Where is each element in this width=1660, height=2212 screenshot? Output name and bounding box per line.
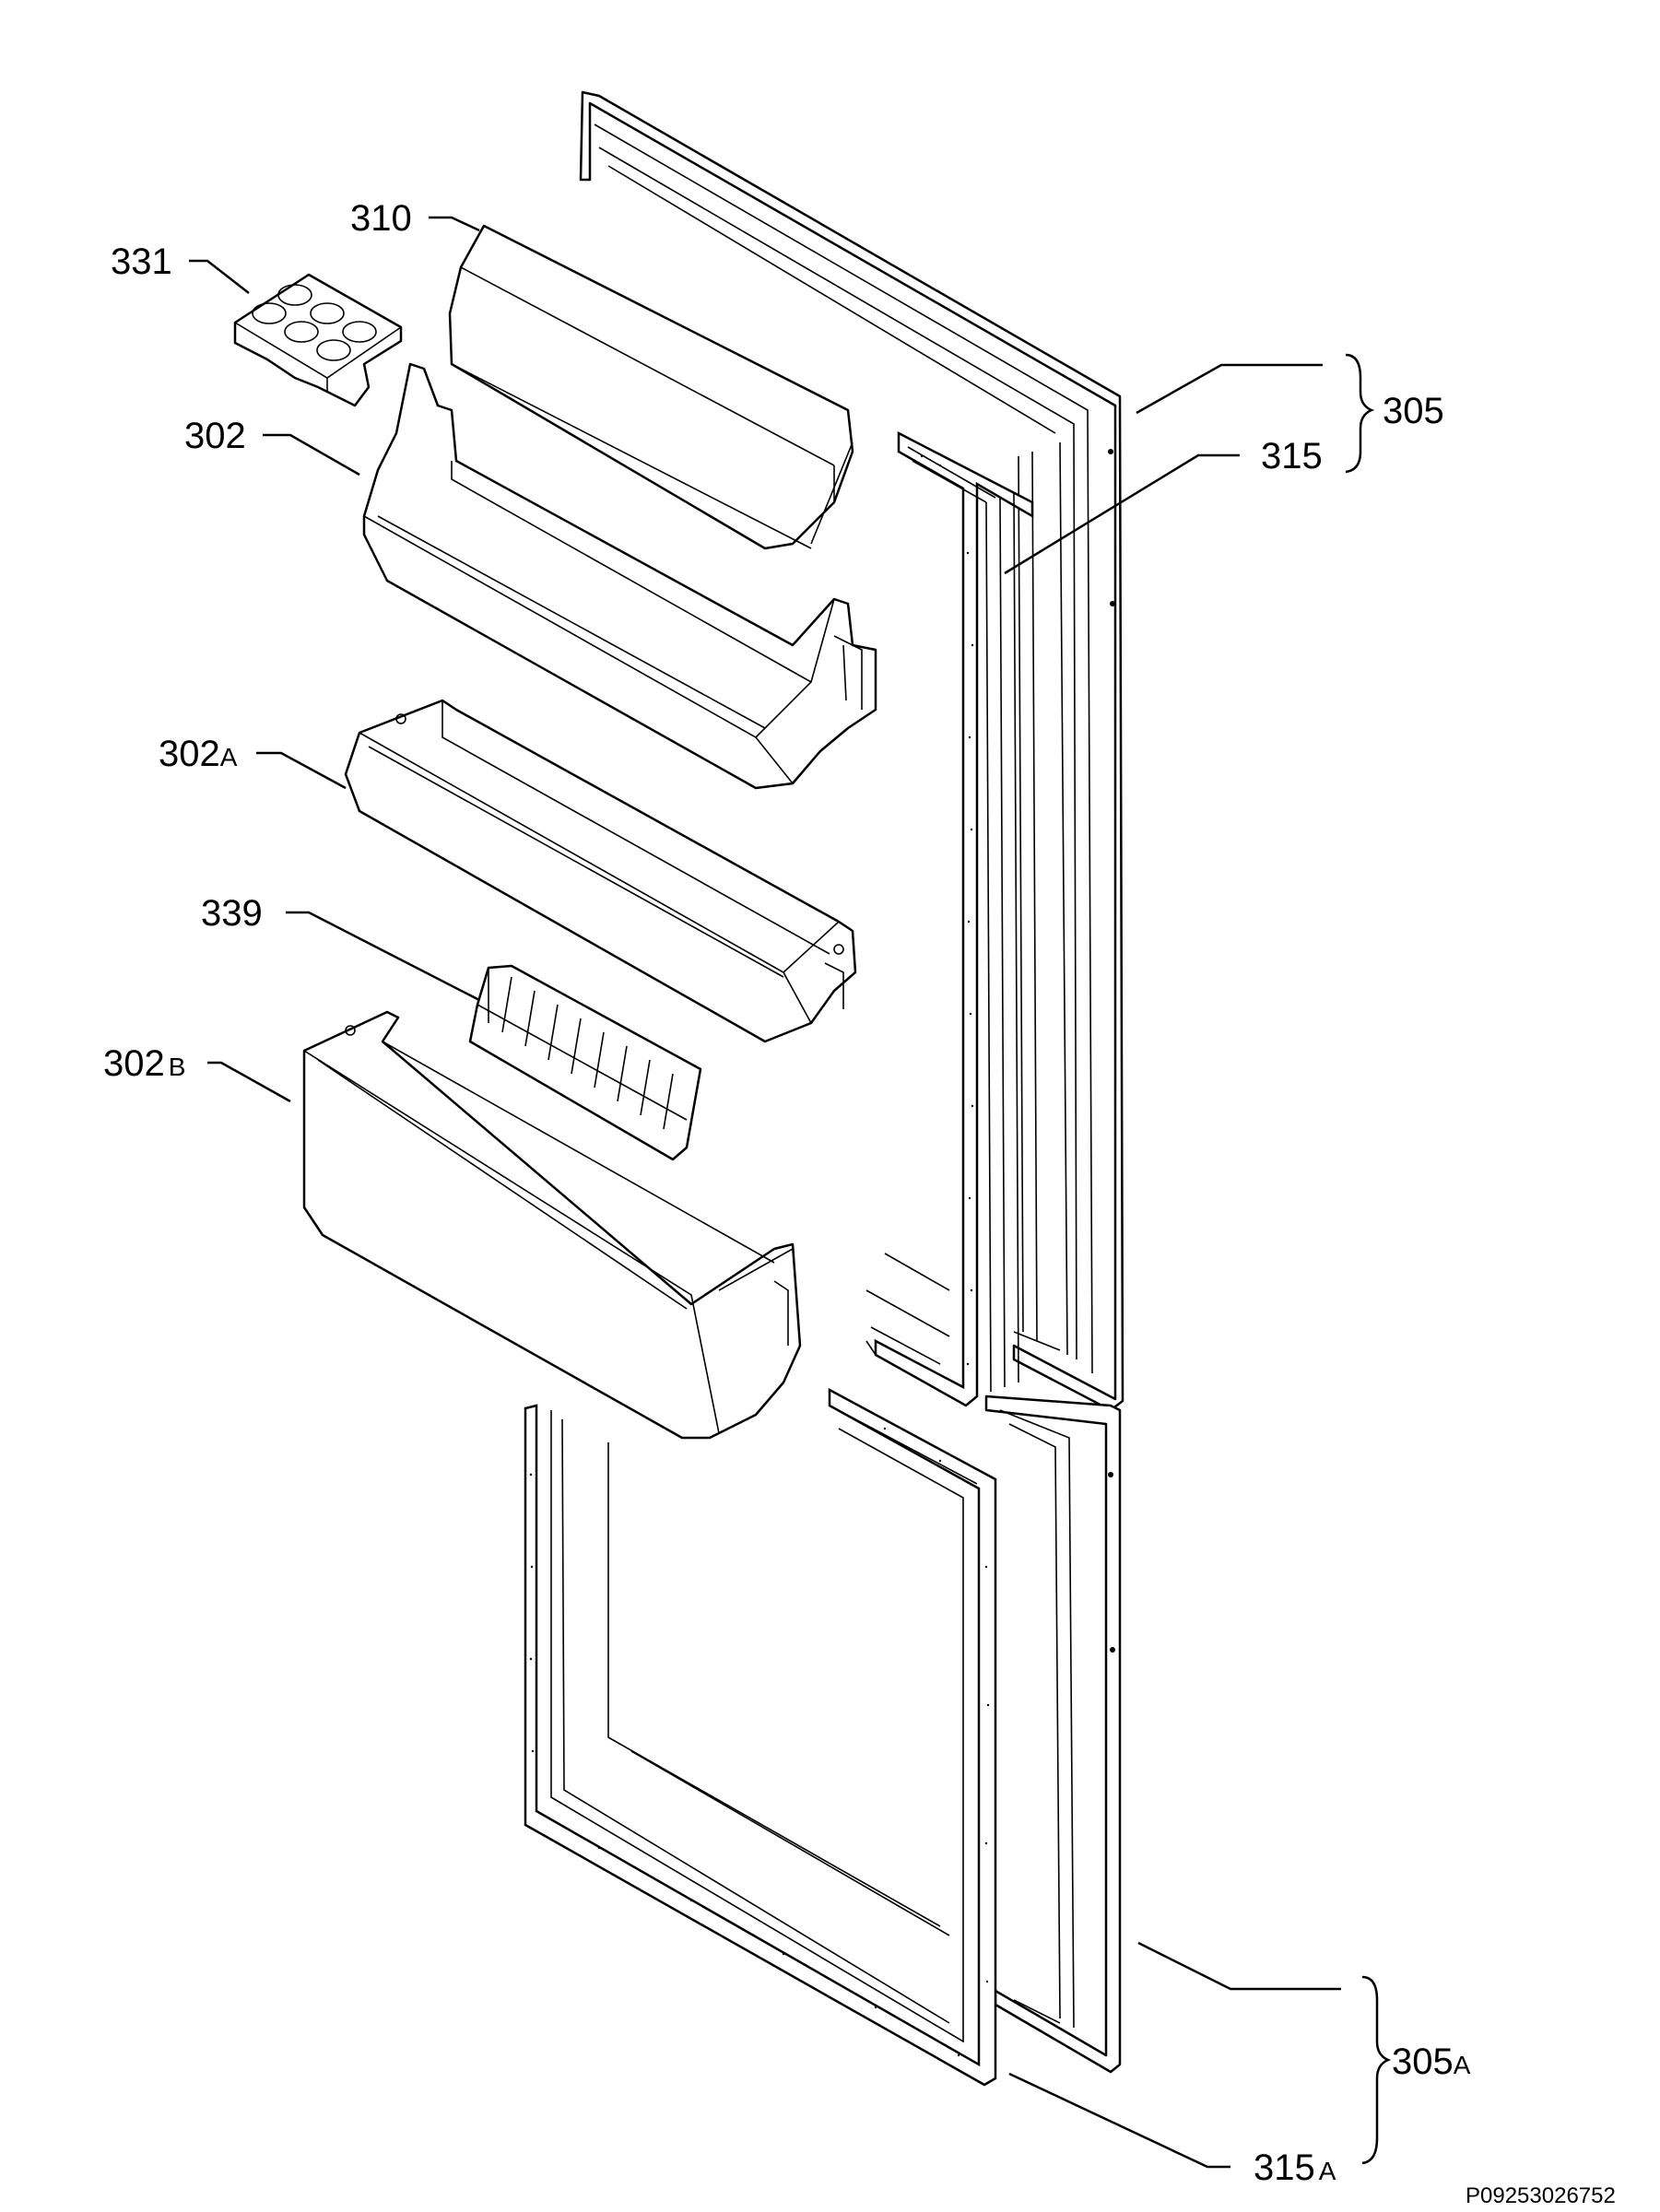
upper-gasket-315 <box>865 430 1034 1407</box>
label-305: 305 <box>1383 391 1444 431</box>
upper-door-305 <box>579 90 1124 1412</box>
label-331: 331 <box>111 241 172 282</box>
label-310: 310 <box>350 198 412 239</box>
door-shelf-302 <box>362 362 877 790</box>
label-305a: 305A <box>1392 2041 1471 2082</box>
dairy-lid-310 <box>448 224 854 550</box>
label-302: 302 <box>184 416 246 456</box>
door-shelf-302a <box>344 699 857 1043</box>
leader-lines <box>189 216 1341 2169</box>
bottle-divider-339 <box>468 964 702 1161</box>
lower-door-305a <box>984 1394 1122 2074</box>
brace-305a <box>1361 1975 1392 2165</box>
lower-gasket-315a <box>524 1387 997 2087</box>
door-shelf-302b <box>302 1010 802 1440</box>
label-315: 315 <box>1261 436 1323 477</box>
document-id: P09253026752 <box>1466 2183 1616 2208</box>
brace-305 <box>1345 353 1375 474</box>
egg-tray-331 <box>233 273 403 407</box>
label-302a: 302A <box>159 734 238 774</box>
label-339: 339 <box>201 893 263 934</box>
